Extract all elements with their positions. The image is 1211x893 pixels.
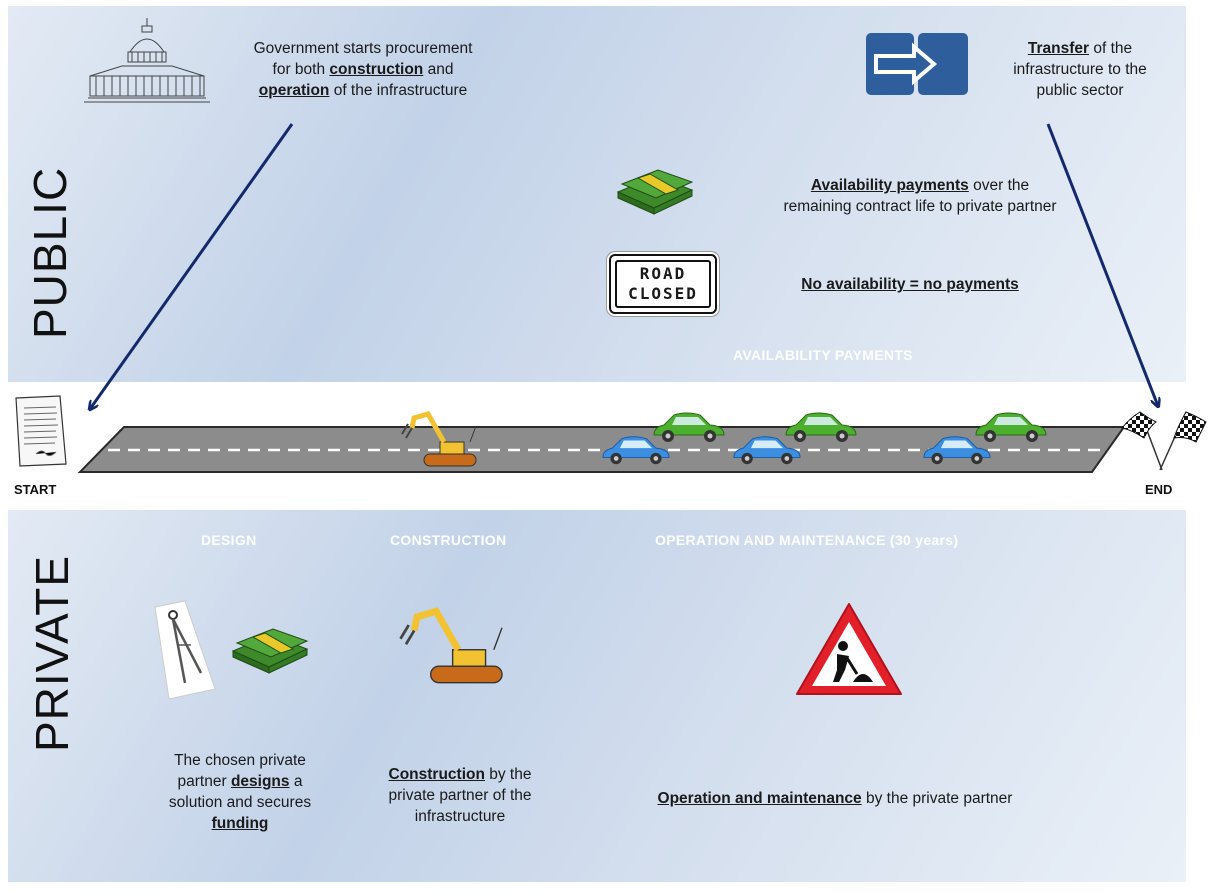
operation-text: Operation and maintenance by the private…: [657, 790, 1013, 807]
green-car-1: [653, 412, 725, 442]
money-stack-icon: [616, 169, 694, 215]
road-sign-line2: CLOSED: [628, 284, 698, 303]
no-availability-text: No availability = no payments: [801, 276, 1019, 293]
road-sign-line1: ROAD: [639, 264, 687, 283]
contract-document-icon: [15, 395, 67, 467]
private-panel: [8, 510, 1186, 882]
capitol-building-icon: [84, 18, 210, 103]
public-panel: [8, 6, 1186, 382]
transfer-text: Transfer of the infrastructure to the pu…: [1013, 40, 1147, 99]
drafting-compass-icon: [154, 600, 216, 700]
funding-money-icon: [231, 628, 309, 674]
end-label: END: [1145, 482, 1173, 497]
road-excavator-icon: [401, 411, 477, 467]
checkered-flags-icon: [1121, 411, 1207, 471]
blue-car-2: [733, 436, 801, 465]
construction-phase: CONSTRUCTION: [390, 532, 507, 548]
transfer-arrow-icon: [866, 33, 968, 95]
availability-payments-text: Availability payments over the remaining…: [783, 177, 1057, 215]
construction-text: Construction by the private partner of t…: [388, 766, 532, 825]
roadworks-warning-icon: [796, 603, 902, 695]
green-car-2: [785, 412, 857, 442]
operation-phase: OPERATION AND MAINTENANCE (30 years): [655, 532, 959, 548]
design-text: The chosen private partner designs a sol…: [168, 752, 312, 832]
blue-car-1: [602, 436, 670, 465]
blue-car-3: [923, 436, 991, 465]
private-label: PRIVATE: [26, 555, 78, 752]
procurement-text: Government starts procurement for both c…: [253, 40, 473, 99]
design-phase: DESIGN: [201, 532, 257, 548]
excavator-icon: [399, 607, 503, 684]
availability-payments-phase: AVAILABILITY PAYMENTS: [733, 347, 913, 363]
start-label: START: [14, 482, 57, 497]
green-car-3: [975, 412, 1047, 442]
road-closed-sign: ROAD CLOSED: [609, 254, 717, 314]
